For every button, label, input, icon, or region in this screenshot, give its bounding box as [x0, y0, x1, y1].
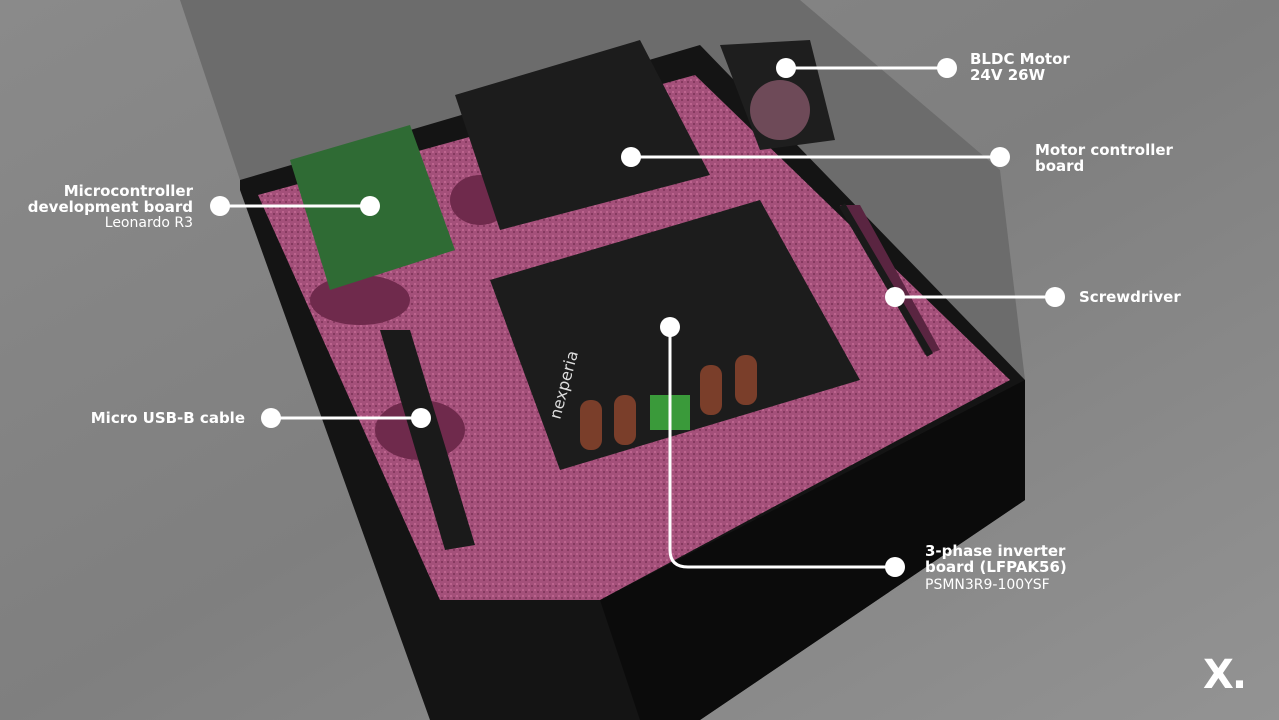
foam-cutout: [310, 275, 410, 325]
motor-flange: [750, 80, 810, 140]
callout-title: BLDC Motor: [970, 50, 1070, 68]
callout-subtitle: Leonardo R3: [104, 215, 193, 231]
capacitors: [580, 355, 757, 450]
box-front-face: [600, 380, 1025, 720]
callout-title: board (LFPAK56): [925, 558, 1067, 576]
callout-screwdriver: Screwdriver: [1079, 288, 1181, 306]
callout-title: development board: [27, 198, 193, 216]
callout-title: board: [1035, 157, 1085, 175]
callout-microcontroller: Microcontroller development board Leonar…: [0, 183, 193, 231]
callout-lines: [220, 66, 1055, 569]
nexperia-logo: X.: [1203, 652, 1247, 698]
callout-title: 24V 26W: [970, 66, 1046, 84]
callout-subtitle: PSMN3R9-100YSF: [925, 577, 1050, 593]
callout-title: Microcontroller: [63, 182, 193, 200]
callout-bldc-motor: BLDC Motor 24V 26W: [970, 51, 1070, 83]
callout-motor-controller: Motor controller board: [1035, 142, 1173, 174]
callout-inverter: 3-phase inverter board (LFPAK56) PSMN3R9…: [925, 543, 1067, 593]
callout-dots: [210, 58, 1065, 577]
callout-usb-cable: Micro USB-B cable: [90, 409, 245, 427]
callout-title: Motor controller: [1035, 141, 1173, 159]
usb-cable: [380, 330, 475, 550]
motor-controller-board: [455, 40, 710, 230]
callout-title: 3-phase inverter: [925, 542, 1066, 560]
screwdriver: [838, 203, 934, 357]
